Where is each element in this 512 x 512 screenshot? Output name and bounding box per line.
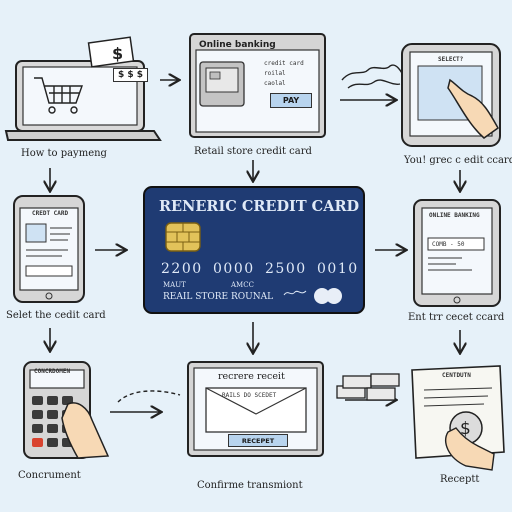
option-credit-card[interactable]: credit card (264, 60, 304, 67)
credit-card[interactable]: RENERIC CREDIT CARD 2200 0000 2500 0010 … (143, 186, 365, 314)
card-store: REAIL STORE ROUNAL (163, 292, 274, 302)
card-number-4: 0010 (317, 261, 359, 277)
pay-button[interactable]: PAY (270, 93, 312, 108)
caption-receipt: Receptt (440, 474, 480, 485)
card-title: RENERIC CREDIT CARD (159, 198, 360, 215)
phone-icon (13, 195, 85, 303)
card-sub-2: AMCC (231, 281, 254, 289)
tablet-select-title: SELECT? (438, 56, 464, 63)
caption-your-card: You! grec c edit ccard (404, 155, 512, 166)
caption-select-card: Selet the cedit card (6, 310, 106, 321)
tablet-right-icon (413, 199, 501, 307)
swiping-card-icon (341, 64, 405, 89)
receipt-window-line: RAILS DO SCEDET (222, 392, 277, 399)
chip-icon (165, 222, 201, 252)
calculator-icon (23, 361, 110, 459)
caption-confirm-transaction: Confirme transmiont (197, 480, 303, 491)
card-network-logo (314, 288, 342, 304)
caption-concurment: Concrument (18, 470, 81, 481)
option-2[interactable]: roilal (264, 70, 286, 77)
tablet-icon (401, 43, 501, 147)
banknote-icon (87, 36, 135, 68)
receipt-paper-title: CENTDUTN (442, 372, 471, 379)
tablet-right-title: ONLINE BANKING (429, 212, 480, 219)
card-sub-1: MAUT (163, 281, 186, 289)
calculator-title: CONCRDOMEN (34, 368, 71, 375)
card-signature (283, 290, 307, 296)
window-title: Online banking (199, 40, 276, 50)
caption-retail-store: Retail store credit card (194, 146, 312, 157)
card-number-3: 2500 (265, 261, 307, 277)
laptop-icon (4, 60, 162, 141)
card-number-2: 0000 (213, 261, 255, 277)
phone-title: CREDT CARD (32, 210, 69, 217)
price-tag: $ $ $ (113, 68, 149, 82)
card-number-1: 2200 (161, 261, 203, 277)
svg-text:$: $ (460, 419, 471, 439)
receipt-window-frame (187, 361, 324, 457)
money-stack-icon (336, 373, 400, 401)
banknote-symbol: $ (112, 44, 124, 63)
receipt-window-title: recrere receit (218, 371, 285, 382)
receipt-button[interactable]: RECEPET (228, 434, 288, 447)
window-frame (189, 33, 326, 138)
tablet-right-field[interactable]: COMB - 50 (432, 241, 465, 248)
receipt-paper-icon: $ (411, 365, 505, 471)
caption-how-to-pay: How to paymeng (21, 148, 107, 159)
option-3[interactable]: caolal (264, 80, 286, 87)
caption-enter-card: Ent trr cecet ccard (408, 312, 505, 323)
